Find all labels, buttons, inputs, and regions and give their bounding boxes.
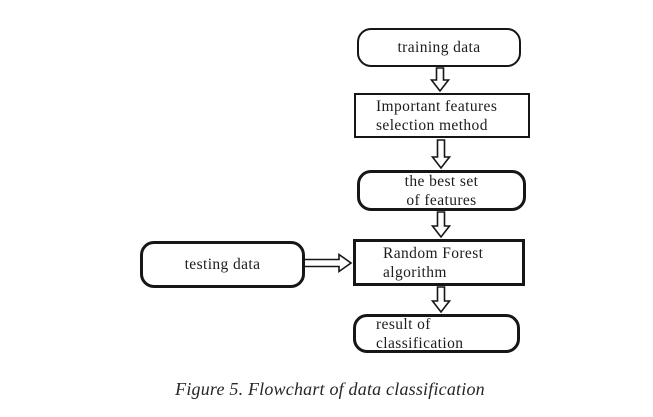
node-testing-data: testing data: [140, 241, 305, 288]
node-result-label-line2: classification: [376, 334, 464, 352]
arrow-forest-to-result-icon: [430, 286, 452, 314]
arrow-best-to-forest-icon: [430, 211, 452, 239]
node-training-data: training data: [357, 28, 521, 67]
arrow-selection-to-best-icon: [430, 139, 452, 170]
node-random-forest-label-line2: algorithm: [383, 263, 447, 281]
node-result: result of classification: [353, 314, 520, 353]
node-result-label-line1: result of: [376, 315, 431, 333]
node-training-data-label: training data: [397, 39, 481, 56]
arrow-testing-to-forest-icon: [303, 252, 353, 274]
node-testing-data-label: testing data: [184, 256, 261, 273]
figure-caption: Figure 5. Flowchart of data classificati…: [175, 379, 485, 399]
node-feature-selection-label-line2: selection method: [376, 116, 488, 134]
node-random-forest-label-line1: Random Forest: [383, 244, 484, 262]
node-feature-selection: Important features selection method: [354, 93, 530, 138]
node-best-features-label-line2: of features: [406, 191, 477, 209]
node-best-features-label-line1: the best set: [404, 172, 479, 190]
arrow-training-to-selection-icon: [429, 67, 451, 93]
node-feature-selection-label-line1: Important features: [376, 97, 498, 115]
node-best-features: the best set of features: [357, 170, 526, 211]
node-random-forest: Random Forest algorithm: [353, 239, 525, 286]
